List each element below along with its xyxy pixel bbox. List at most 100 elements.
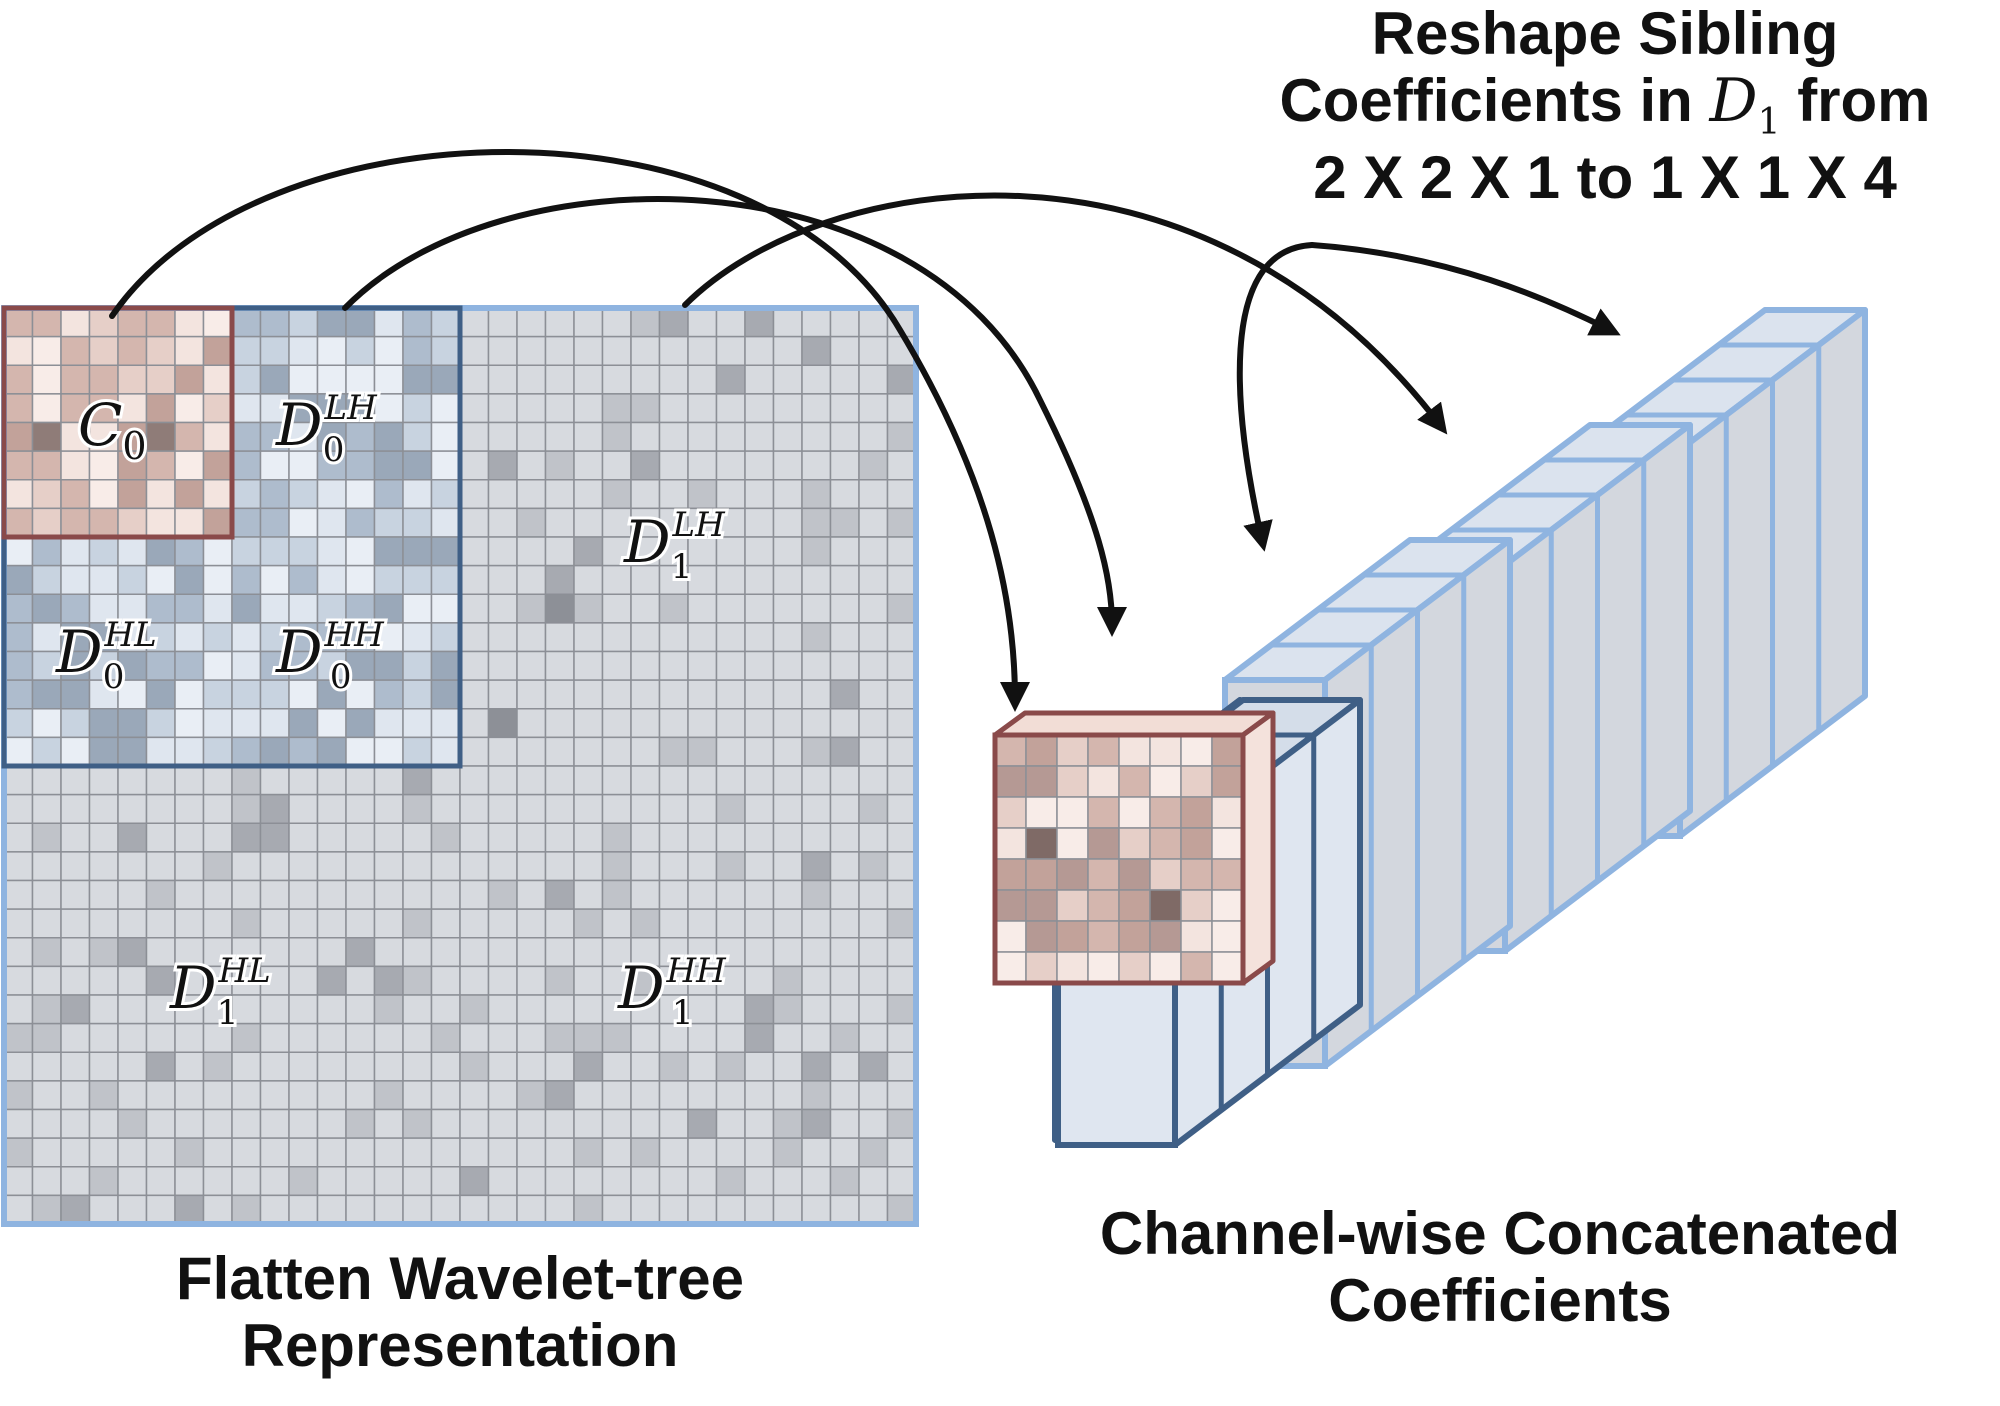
- grid-cell: [829, 679, 860, 710]
- grid-cell: [858, 793, 889, 825]
- grid-cell: [487, 307, 518, 338]
- grid-cell: [117, 736, 148, 767]
- grid-cell: [516, 822, 547, 853]
- grid-cell: [231, 851, 262, 882]
- grid-cell: [886, 421, 917, 452]
- grid-cell: [772, 1194, 803, 1225]
- grid-cell: [402, 793, 433, 825]
- grid-cell: [601, 937, 632, 968]
- grid-cell: [145, 1166, 176, 1197]
- grid-cell: [744, 1166, 775, 1197]
- grid-cell: [687, 593, 718, 624]
- grid-cell: [573, 965, 604, 996]
- grid-cell: [345, 822, 376, 853]
- grid-cell: [3, 622, 34, 653]
- c0-cell: [1180, 920, 1213, 953]
- grid-cell: [430, 1022, 461, 1054]
- grid-cell: [259, 708, 290, 739]
- grid-cell: [31, 564, 62, 596]
- grid-cell: [88, 822, 119, 853]
- grid-cell: [630, 622, 661, 653]
- grid-cell: [715, 908, 746, 939]
- grid-cell: [715, 994, 746, 1025]
- grid-cell: [801, 822, 832, 853]
- grid-cell: [145, 679, 176, 710]
- grid-cell: [430, 650, 461, 681]
- grid-cell: [801, 793, 832, 825]
- grid-cell: [88, 851, 119, 882]
- grid-cell: [31, 1108, 62, 1139]
- grid-cell: [772, 822, 803, 853]
- grid-cell: [174, 1166, 205, 1197]
- grid-cell: [231, 450, 262, 481]
- grid-cell: [202, 879, 233, 910]
- grid-cell: [202, 450, 233, 481]
- grid-cell: [88, 421, 119, 452]
- grid-cell: [402, 708, 433, 739]
- c0-cell: [1087, 951, 1120, 984]
- grid-cell: [801, 650, 832, 681]
- grid-cell: [402, 536, 433, 567]
- grid-cell: [402, 1080, 433, 1111]
- grid-cell: [259, 822, 290, 853]
- grid-cell: [630, 335, 661, 367]
- c0-cell: [1211, 734, 1244, 767]
- grid-cell: [829, 450, 860, 481]
- grid-cell: [402, 1137, 433, 1168]
- concatenated-coefficients-stack: [992, 307, 1868, 1148]
- grid-cell: [630, 479, 661, 510]
- grid-cell: [88, 1051, 119, 1082]
- grid-cell: [316, 879, 347, 910]
- grid-cell: [316, 965, 347, 996]
- grid-cell: [544, 650, 575, 681]
- grid-cell: [3, 1051, 34, 1082]
- grid-cell: [630, 822, 661, 853]
- grid-cell: [658, 822, 689, 853]
- grid-cell: [288, 879, 319, 910]
- grid-cell: [516, 736, 547, 767]
- grid-cell: [886, 937, 917, 968]
- flatten-caption-line2: Representation: [241, 1312, 679, 1380]
- grid-cell: [231, 564, 262, 596]
- grid-cell: [430, 851, 461, 882]
- grid-cell: [88, 1108, 119, 1139]
- grid-cell: [858, 421, 889, 452]
- grid-cell: [858, 507, 889, 538]
- grid-cell: [145, 1194, 176, 1225]
- grid-cell: [544, 765, 575, 796]
- grid-cell: [658, 765, 689, 796]
- grid-cell: [60, 421, 91, 452]
- grid-cell: [601, 994, 632, 1025]
- grid-cell: [3, 937, 34, 968]
- grid-cell: [544, 1194, 575, 1225]
- grid-cell: [345, 851, 376, 882]
- reshape-caption-symbol: D1: [1709, 66, 1781, 144]
- grid-cell: [658, 650, 689, 681]
- grid-cell: [145, 879, 176, 910]
- grid-cell: [573, 908, 604, 939]
- c0-cell: [1056, 734, 1089, 767]
- grid-cell: [31, 622, 62, 653]
- grid-cell: [316, 851, 347, 882]
- grid-cell: [316, 564, 347, 596]
- grid-cell: [430, 908, 461, 939]
- grid-cell: [174, 708, 205, 739]
- grid-cell: [430, 965, 461, 996]
- grid-cell: [231, 421, 262, 452]
- grid-cell: [801, 851, 832, 882]
- grid-cell: [801, 1194, 832, 1225]
- grid-cell: [544, 994, 575, 1025]
- grid-cell: [801, 994, 832, 1025]
- grid-cell: [801, 564, 832, 596]
- grid-cell: [886, 650, 917, 681]
- grid-cell: [60, 1194, 91, 1225]
- c0-cell: [1087, 765, 1120, 798]
- grid-cell: [117, 851, 148, 882]
- grid-cell: [630, 650, 661, 681]
- grid-cell: [3, 536, 34, 567]
- grid-cell: [3, 822, 34, 853]
- grid-cell: [858, 908, 889, 939]
- grid-cell: [231, 335, 262, 367]
- grid-cell: [31, 507, 62, 538]
